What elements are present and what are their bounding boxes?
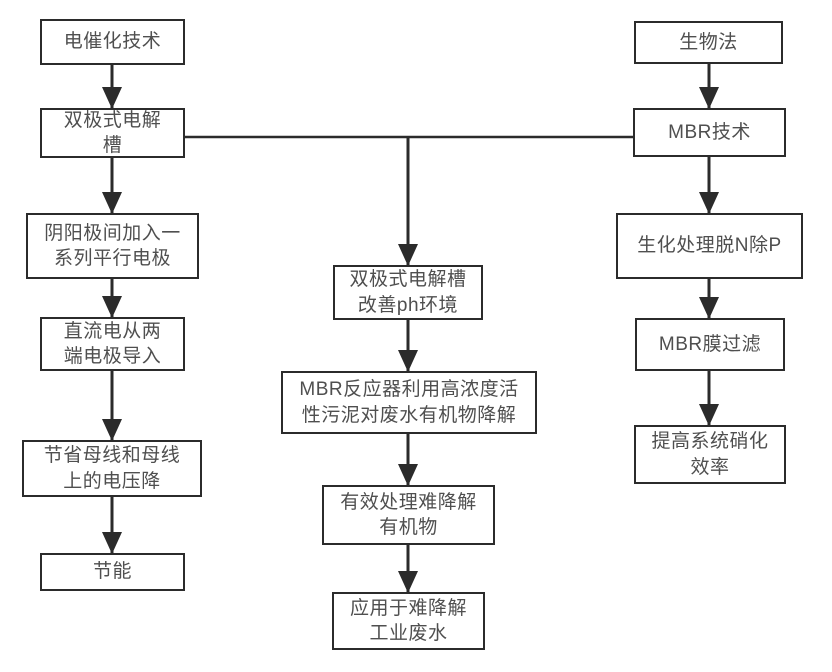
node-dc-current-feed: 直流电从两 端电极导入 bbox=[40, 317, 185, 371]
node-busbar-voltage-saving: 节省母线和母线 上的电压降 bbox=[22, 440, 202, 497]
node-n-p-removal: 生化处理脱N除P bbox=[616, 213, 803, 279]
node-industrial-wastewater-application: 应用于难降解 工业废水 bbox=[332, 592, 485, 650]
node-parallel-electrodes: 阴阳极间加入一 系列平行电极 bbox=[26, 213, 199, 279]
node-biological-method: 生物法 bbox=[634, 21, 783, 64]
node-nitrification-efficiency: 提高系统硝化 效率 bbox=[634, 425, 786, 484]
node-bipolar-electrolytic-cell: 双极式电解 槽 bbox=[40, 108, 185, 158]
node-mbr-reactor-degradation: MBR反应器利用高浓度活 性污泥对废水有机物降解 bbox=[281, 371, 537, 434]
node-electrocatalysis-tech: 电催化技术 bbox=[40, 19, 185, 65]
node-ph-improvement: 双极式电解槽 改善ph环境 bbox=[333, 265, 483, 320]
node-mbr-membrane-filtration: MBR膜过滤 bbox=[635, 318, 785, 371]
node-refractory-organics-treatment: 有效处理难降解 有机物 bbox=[322, 485, 495, 545]
node-energy-saving: 节能 bbox=[40, 553, 185, 591]
node-mbr-tech: MBR技术 bbox=[633, 108, 786, 157]
